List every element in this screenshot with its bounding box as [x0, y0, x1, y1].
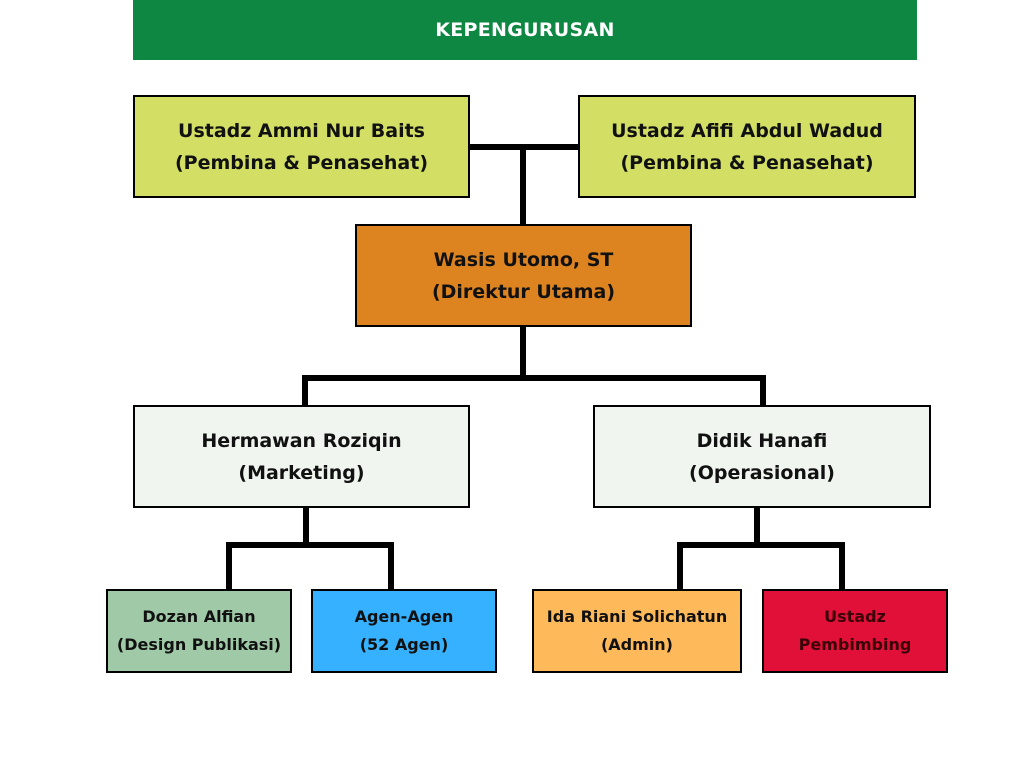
design-name: Dozan Alfian [142, 607, 256, 626]
mentor-box: Ustadz Pembimbing [762, 589, 948, 673]
advisor-right-box: Ustadz Afifi Abdul Wadud (Pembina & Pena… [578, 95, 916, 198]
marketing-role: (Marketing) [238, 461, 365, 484]
director-role: (Direktur Utama) [431, 280, 616, 303]
operations-box: Didik Hanafi (Operasional) [593, 405, 931, 508]
operations-role: (Operasional) [689, 461, 835, 484]
mentor-name: Ustadz [824, 607, 886, 626]
advisor-left-role: (Pembina & Penasehat) [174, 151, 429, 174]
admin-role: (Admin) [600, 635, 673, 654]
advisor-right-role: (Pembina & Penasehat) [620, 151, 874, 174]
agents-box: Agen-Agen (52 Agen) [311, 589, 497, 673]
page-title: KEPENGURUSAN [435, 19, 615, 41]
marketing-name: Hermawan Roziqin [201, 429, 402, 452]
admin-box: Ida Riani Solichatun (Admin) [532, 589, 742, 673]
agents-name: Agen-Agen [354, 607, 454, 626]
mentor-role: Pembimbing [798, 635, 912, 654]
agents-role: (52 Agen) [359, 635, 449, 654]
design-box: Dozan Alfian (Design Publikasi) [106, 589, 292, 673]
operations-name: Didik Hanafi [696, 429, 828, 452]
admin-name: Ida Riani Solichatun [546, 607, 728, 626]
design-role: (Design Publikasi) [116, 635, 282, 654]
director-name: Wasis Utomo, ST [433, 248, 614, 271]
header-banner: KEPENGURUSAN [133, 0, 917, 60]
connector-lines [226, 144, 845, 590]
advisor-left-box: Ustadz Ammi Nur Baits (Pembina & Penaseh… [133, 95, 470, 198]
director-box: Wasis Utomo, ST (Direktur Utama) [355, 224, 692, 327]
advisor-right-name: Ustadz Afifi Abdul Wadud [611, 119, 883, 142]
marketing-box: Hermawan Roziqin (Marketing) [133, 405, 470, 508]
advisor-left-name: Ustadz Ammi Nur Baits [178, 119, 425, 142]
